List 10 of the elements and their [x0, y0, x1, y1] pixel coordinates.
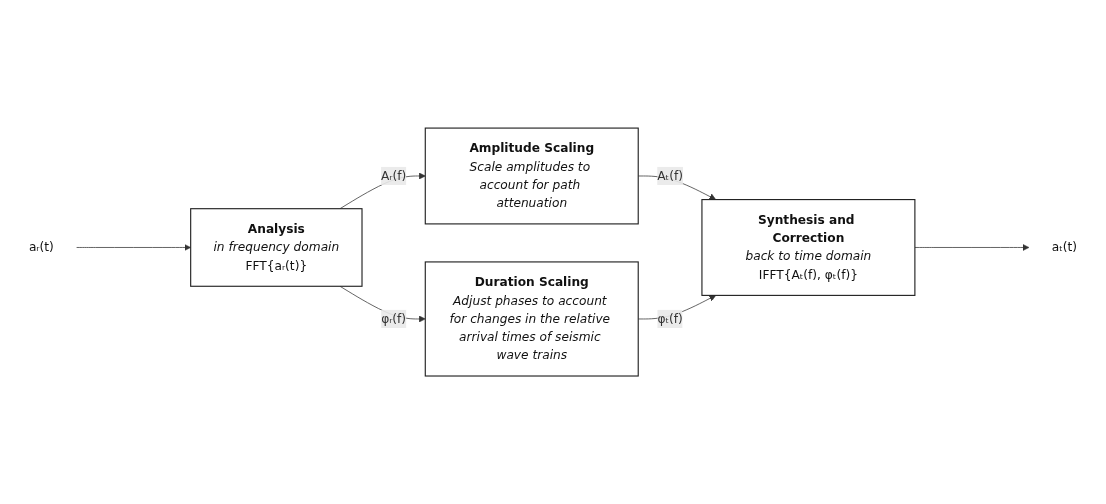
node-box: Amplitude Scaling Scale amplitudes to account for path attenuation	[424, 127, 639, 225]
node-box: Synthesis and Correction back to time domain IFFT{Aₜ(f), φₜ(f)}	[701, 198, 916, 296]
edge-label: φᵣ(f)	[381, 311, 407, 326]
node-text: aₜ(t)	[1051, 239, 1078, 255]
node-box: Analysis in frequency domain FFT{aᵣ(t)}	[190, 208, 363, 287]
edge-label: φₜ(f)	[657, 311, 683, 326]
node-text: aᵣ(t)	[28, 239, 54, 255]
edge-label: Aᵣ(f)	[381, 168, 407, 183]
edge-label: Aₜ(f)	[657, 168, 683, 183]
node-box: Duration Scaling Adjust phases to account for changes in the relative arrival times of seismic wave trains	[424, 261, 639, 377]
